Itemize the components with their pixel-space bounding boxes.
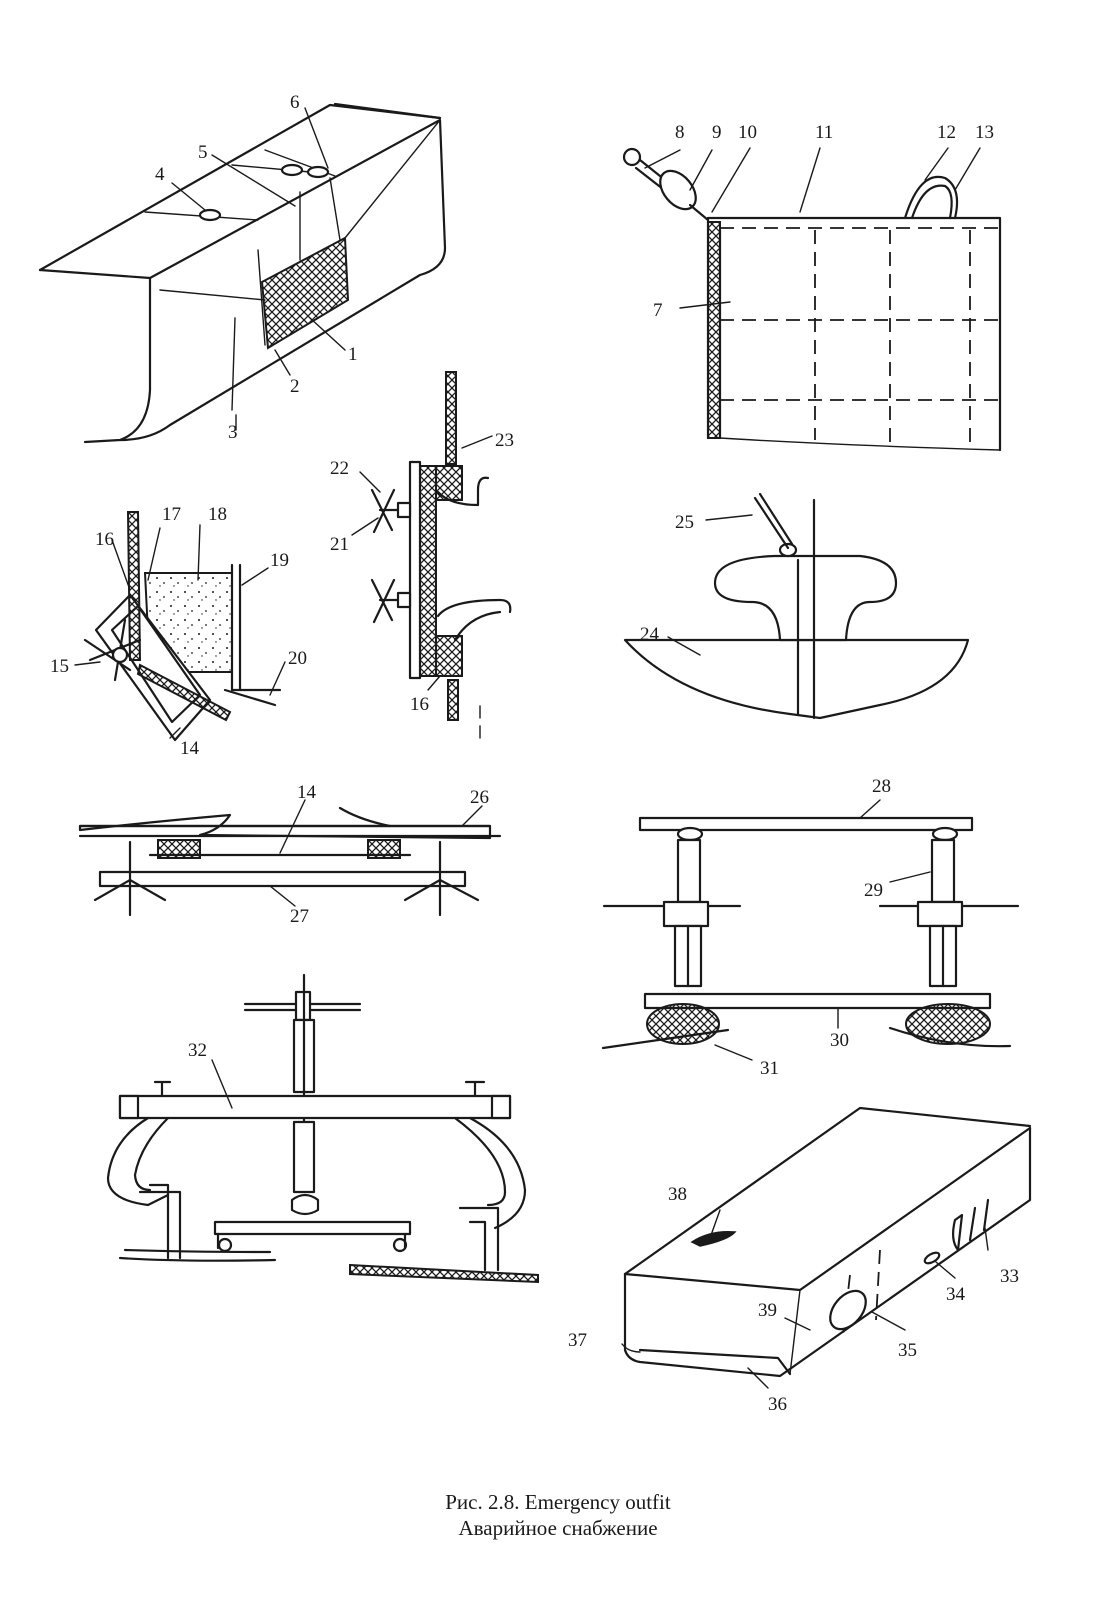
label-10: 10 bbox=[738, 122, 757, 143]
label-34: 34 bbox=[946, 1284, 966, 1305]
panel-hull-patch bbox=[38, 102, 447, 444]
label-18: 18 bbox=[208, 504, 227, 525]
label-29: 29 bbox=[864, 880, 883, 901]
panel-hook-bolt-pad bbox=[351, 371, 512, 739]
label-26: 26 bbox=[470, 787, 489, 808]
label-1: 1 bbox=[348, 344, 358, 365]
panel-bolted-patch bbox=[78, 799, 502, 917]
label-32: 32 bbox=[188, 1040, 207, 1061]
label-25: 25 bbox=[675, 512, 694, 533]
label-38: 38 bbox=[668, 1184, 687, 1205]
label-39: 39 bbox=[758, 1300, 777, 1321]
panel-wooden-beam bbox=[621, 1106, 1032, 1389]
label-37: 37 bbox=[568, 1330, 587, 1351]
label-4: 4 bbox=[155, 164, 165, 185]
label-20: 20 bbox=[288, 648, 307, 669]
collision-net bbox=[260, 236, 350, 350]
label-30: 30 bbox=[830, 1030, 849, 1051]
label-7: 7 bbox=[653, 300, 663, 321]
panel-hull-plug bbox=[623, 492, 970, 720]
label-17: 17 bbox=[162, 504, 181, 525]
label-8: 8 bbox=[675, 122, 685, 143]
label-12: 12 bbox=[937, 122, 956, 143]
panel-screw-jacks bbox=[601, 799, 1020, 1061]
label-16b: 16 bbox=[410, 694, 429, 715]
label-13: 13 bbox=[975, 122, 994, 143]
label-22: 22 bbox=[330, 458, 349, 479]
label-5: 5 bbox=[198, 142, 208, 163]
panel-collision-mat bbox=[622, 147, 1002, 452]
label-14b: 14 bbox=[297, 782, 317, 803]
label-36: 36 bbox=[768, 1394, 787, 1415]
label-15: 15 bbox=[50, 656, 69, 677]
label-28: 28 bbox=[872, 776, 891, 797]
mat-edge-rope bbox=[707, 221, 721, 439]
label-9: 9 bbox=[712, 122, 722, 143]
panel-cement-box bbox=[74, 511, 286, 742]
label-24: 24 bbox=[640, 624, 660, 645]
label-23: 23 bbox=[495, 430, 514, 451]
label-19: 19 bbox=[270, 550, 289, 571]
label-35: 35 bbox=[898, 1340, 917, 1361]
label-27: 27 bbox=[290, 906, 309, 927]
label-14a: 14 bbox=[180, 738, 200, 759]
label-3: 3 bbox=[228, 422, 238, 443]
label-16a: 16 bbox=[95, 529, 114, 550]
label-6: 6 bbox=[290, 92, 300, 113]
label-33: 33 bbox=[1000, 1266, 1019, 1287]
figure-caption-line1: Рис. 2.8. Emergency outfit bbox=[445, 1490, 671, 1514]
label-21: 21 bbox=[330, 534, 349, 555]
figure-caption-line2: Аварийное снабжение bbox=[458, 1516, 658, 1540]
panel-hook-clamp bbox=[106, 973, 539, 1284]
label-11: 11 bbox=[815, 122, 833, 143]
label-2: 2 bbox=[290, 376, 300, 397]
label-31: 31 bbox=[760, 1058, 779, 1079]
